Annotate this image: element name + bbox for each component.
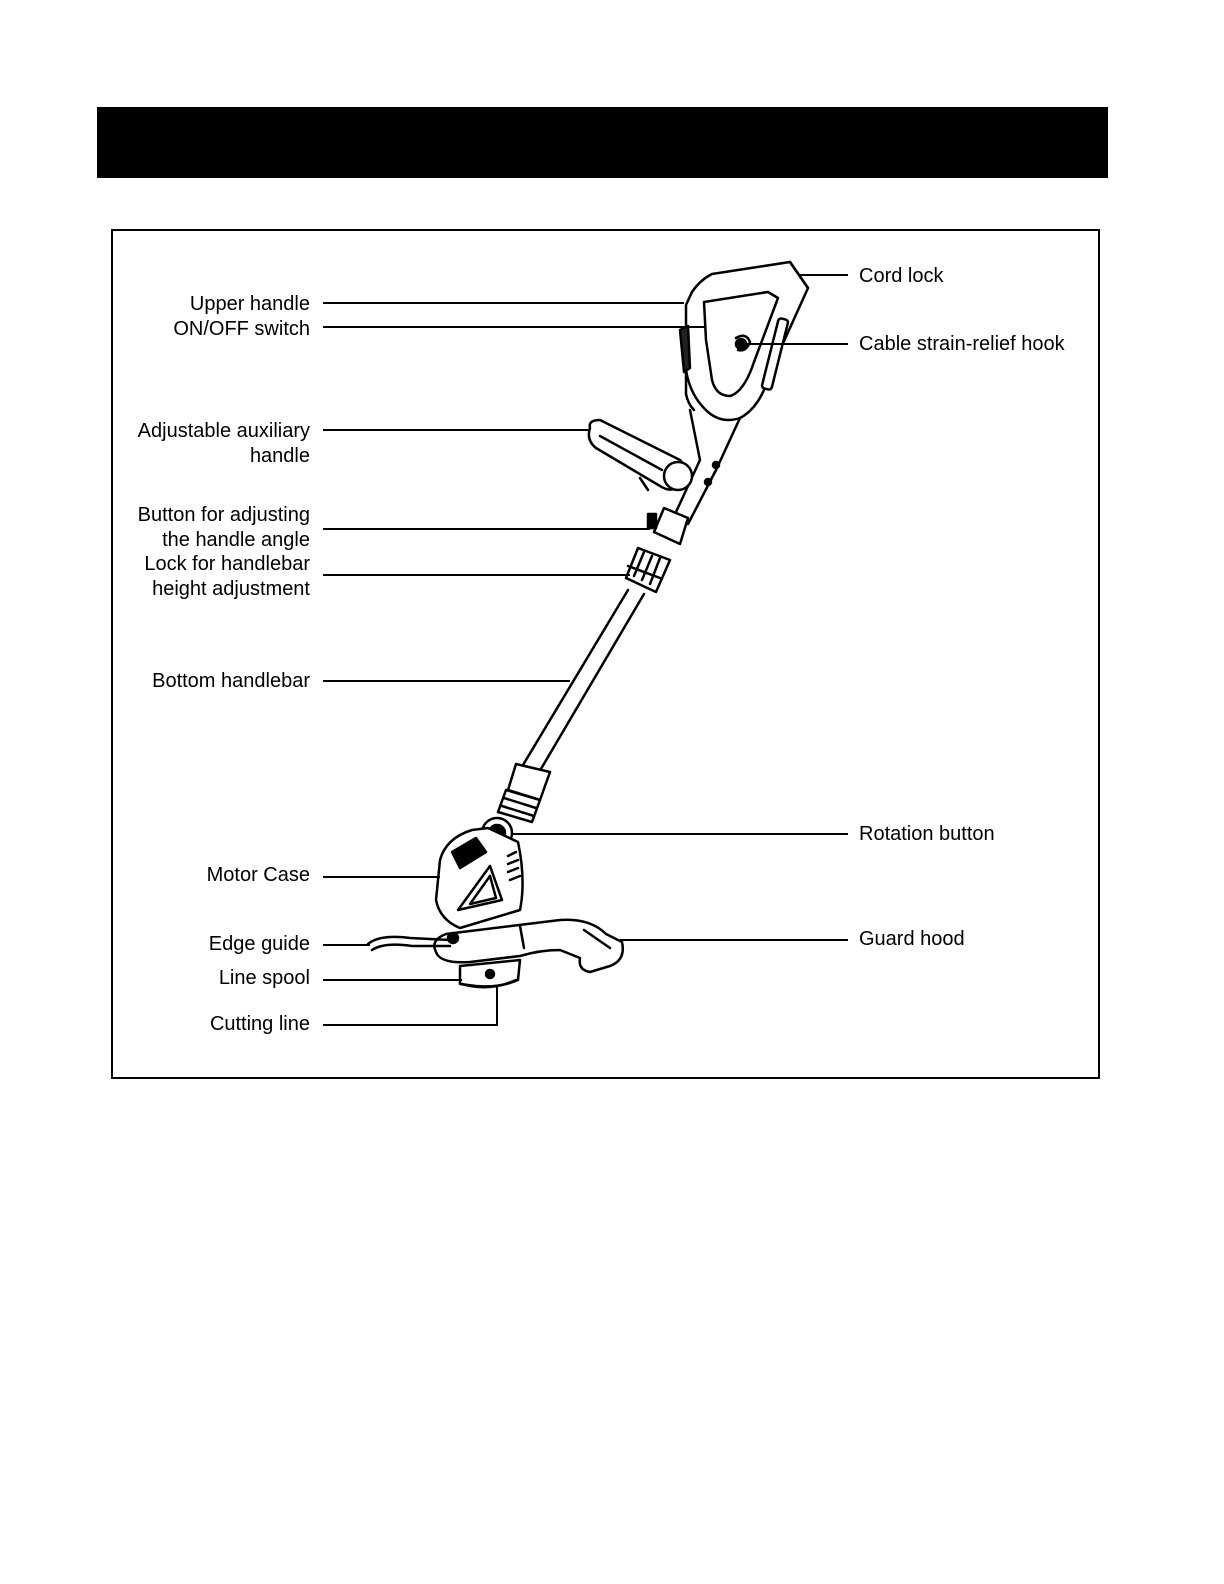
label-edge-guide: Edge guide	[50, 932, 310, 957]
lower-coupler-drawing	[498, 764, 550, 822]
motor-case-drawing	[436, 828, 523, 928]
label-aux-handle: Adjustable auxiliary handle	[50, 419, 310, 469]
label-cutting-line: Cutting line	[50, 1012, 310, 1037]
label-bottom-handlebar: Bottom handlebar	[50, 669, 310, 694]
label-height-lock: Lock for handlebar height adjustment	[50, 552, 310, 602]
label-guard-hood: Guard hood	[859, 927, 965, 952]
label-on-off-switch: ON/OFF switch	[50, 317, 310, 342]
label-line-spool: Line spool	[50, 966, 310, 991]
label-motor-case: Motor Case	[50, 863, 310, 888]
aux-handle-drawing	[589, 420, 692, 490]
label-cord-lock: Cord lock	[859, 264, 943, 289]
label-cable-hook: Cable strain-relief hook	[859, 332, 1065, 357]
line-spool-drawing	[460, 960, 520, 987]
adjust-collars-drawing	[626, 508, 688, 592]
label-angle-button: Button for adjusting the handle angle	[50, 503, 310, 553]
upper-handle-drawing	[680, 262, 808, 420]
label-rotation-button: Rotation button	[859, 822, 995, 847]
leader-cutting-line	[323, 986, 497, 1025]
label-upper-handle: Upper handle	[50, 292, 310, 317]
